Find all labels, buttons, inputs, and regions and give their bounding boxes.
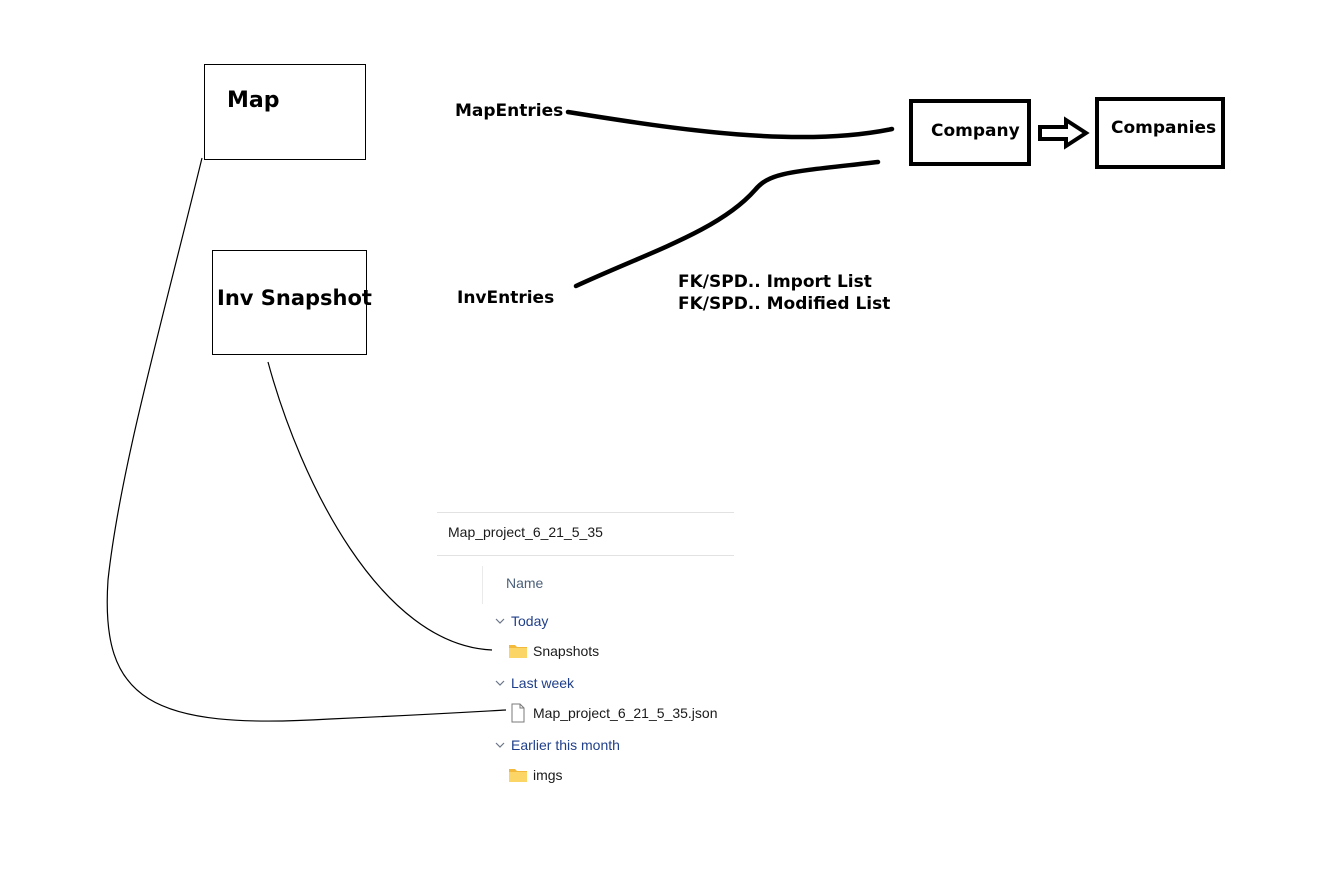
company-box-label: Company <box>931 121 1020 141</box>
inv-snapshot-box <box>212 250 367 355</box>
map-box-label: Map <box>227 88 280 113</box>
column-header-name[interactable]: Name <box>506 575 544 591</box>
list-item-snapshots[interactable]: Snapshots <box>508 640 599 662</box>
modified-list-label: FK/SPD.. Modified List <box>678 294 891 314</box>
list-item-json-file[interactable]: Map_project_6_21_5_35.json <box>508 702 717 724</box>
item-name: Map_project_6_21_5_35.json <box>533 705 718 721</box>
connector-mapentries-company <box>565 109 895 140</box>
group-label: Last week <box>511 675 575 691</box>
folder-icon <box>509 769 527 782</box>
company-box <box>909 99 1031 166</box>
mapentries-label: MapEntries <box>455 101 564 121</box>
item-name: imgs <box>533 767 563 783</box>
group-label: Today <box>511 613 549 629</box>
list-item-imgs[interactable]: imgs <box>508 764 563 786</box>
explorer-top-divider <box>437 512 734 513</box>
chevron-down-icon <box>495 680 505 686</box>
inv-snapshot-box-label: Inv Snapshot <box>217 286 372 310</box>
arrow-company-companies <box>1038 116 1090 150</box>
connector-map-json <box>106 157 507 722</box>
map-box <box>204 64 366 160</box>
connector-snapshot-folder <box>267 361 493 651</box>
group-label: Earlier this month <box>511 737 620 753</box>
group-header-earlier-this-month[interactable]: Earlier this month <box>494 735 620 755</box>
group-header-today[interactable]: Today <box>494 611 548 631</box>
chevron-down-icon <box>495 618 505 624</box>
companies-box-label: Companies <box>1111 118 1217 138</box>
file-icon <box>511 703 525 723</box>
chevron-down-icon <box>495 742 505 748</box>
explorer-column-divider <box>482 566 483 604</box>
inventries-label: InvEntries <box>457 288 555 308</box>
item-name: Snapshots <box>533 643 600 659</box>
connector-inventries-company <box>573 159 881 289</box>
explorer-title-divider <box>437 555 734 556</box>
import-list-label: FK/SPD.. Import List <box>678 272 872 292</box>
folder-icon <box>509 645 527 658</box>
companies-box <box>1095 97 1225 169</box>
group-header-last-week[interactable]: Last week <box>494 673 574 693</box>
folder-title: Map_project_6_21_5_35 <box>448 524 603 540</box>
